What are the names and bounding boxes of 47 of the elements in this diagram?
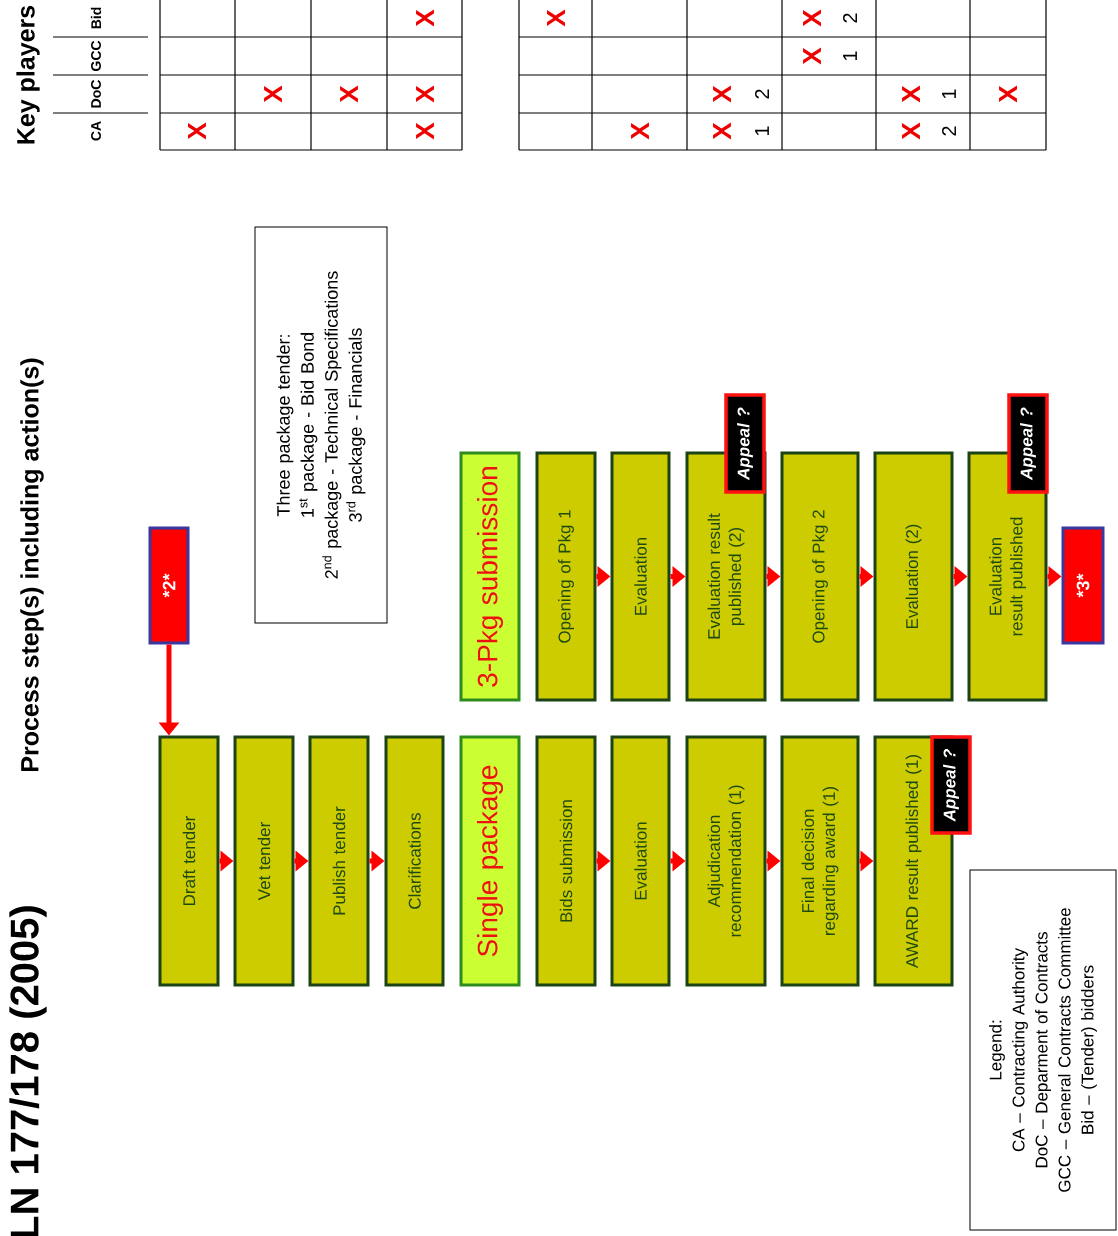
check-mark: X: [713, 85, 731, 103]
check-mark: X: [547, 9, 565, 27]
process-box: Draft tender: [158, 735, 220, 987]
column-header: CA: [91, 121, 101, 141]
table-header: Key players: [16, 5, 40, 144]
order-number: 2: [942, 126, 956, 136]
appeal-box: Appeal ?: [1007, 393, 1049, 494]
process-box: Evaluation (2): [873, 451, 954, 702]
process-box: Clarifications: [384, 735, 445, 987]
legend-box: Legend: CA – Contracting Authority DoC – Deparment of Contracts GCC – General Contracts Committee Bid – (Tender) bidders: [969, 869, 1117, 1231]
order-number: 1: [843, 51, 857, 61]
process-box: Opening of Pkg 1: [535, 451, 597, 702]
check-mark: X: [416, 122, 434, 140]
order-number: 1: [942, 89, 956, 99]
marker-box: *3*: [1061, 526, 1105, 645]
check-mark: X: [999, 85, 1017, 103]
process-box: Adjudication recommendation (1): [685, 735, 767, 987]
marker-box: *2*: [148, 526, 190, 645]
order-number: 1: [755, 126, 769, 136]
appeal-box: Appeal ?: [930, 735, 972, 835]
check-mark: X: [416, 9, 434, 27]
column-header: GCC: [91, 40, 101, 71]
process-box: Publish tender: [308, 735, 370, 987]
check-mark: X: [902, 122, 920, 140]
process-box: Evaluation: [610, 451, 671, 702]
column-header: Bid: [90, 7, 102, 29]
check-mark: X: [264, 85, 282, 103]
process-box: Bids submission: [535, 735, 597, 987]
check-mark: X: [188, 122, 206, 140]
process-box: Evaluation: [610, 735, 671, 987]
appeal-box: Appeal ?: [724, 393, 766, 494]
check-mark: X: [902, 85, 920, 103]
check-mark: X: [340, 85, 358, 103]
subtitle: Process step(s) including action(s): [20, 358, 44, 771]
check-mark: X: [803, 47, 821, 65]
section-header-box: 3-Pkg submission: [459, 451, 521, 702]
check-mark: X: [631, 122, 649, 140]
order-number: 2: [755, 89, 769, 99]
process-box: Final decision regarding award (1): [780, 735, 860, 987]
process-box: Vet tender: [233, 735, 295, 987]
check-mark: X: [713, 122, 731, 140]
process-box: Opening of Pkg 2: [780, 451, 860, 702]
section-header-box: Single package: [459, 735, 521, 987]
check-mark: X: [803, 9, 821, 27]
column-header: DoC: [91, 80, 101, 108]
check-mark: X: [416, 85, 434, 103]
order-number: 2: [843, 13, 857, 23]
